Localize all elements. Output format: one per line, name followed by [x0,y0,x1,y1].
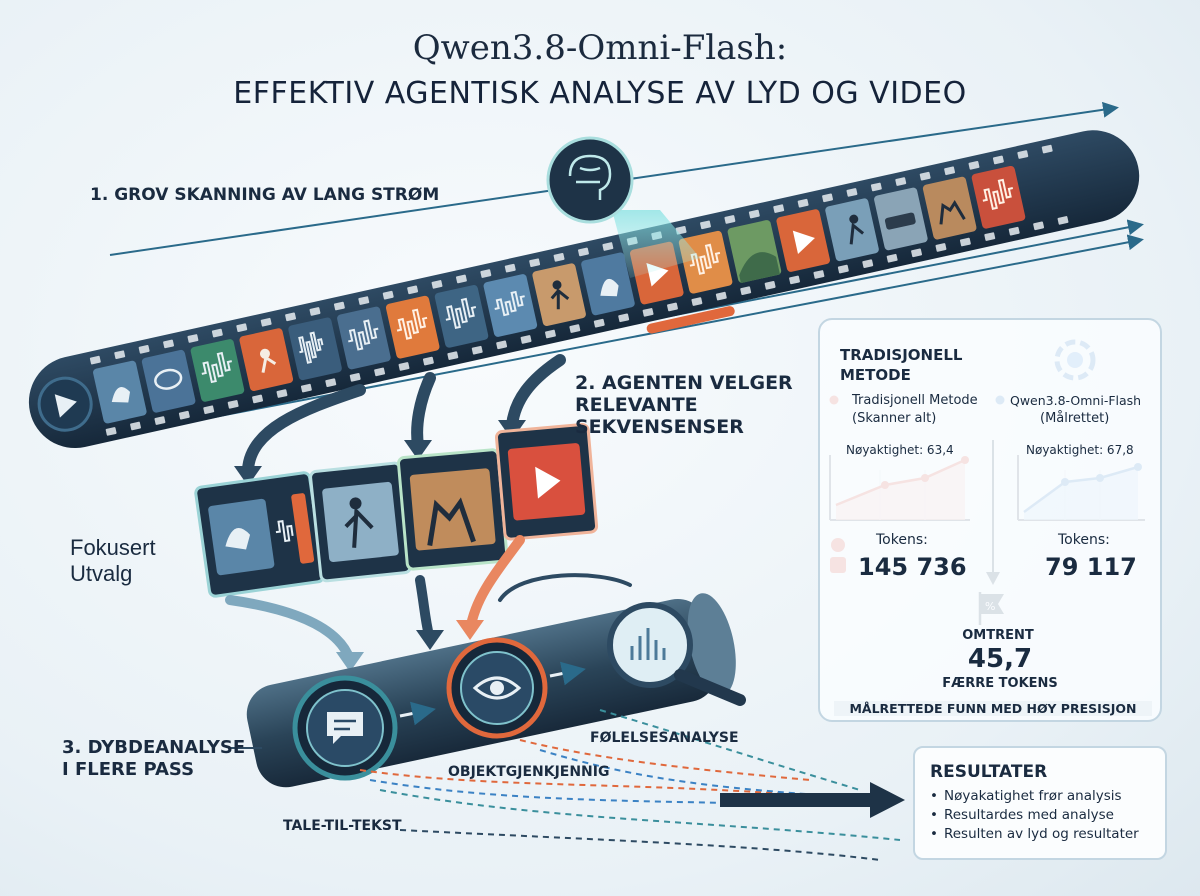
fight-icon [939,200,966,225]
page-subtitle: EFFEKTIV AGENTISK ANALYSE AV LYD OG VIDE… [233,76,967,111]
qwen-note: (Målrettet) [1040,411,1110,426]
step2-label: 2. AGENTEN VELGER RELEVANTE SEKVENSENSER [575,372,793,438]
selected-clips [194,422,599,598]
object-recognition-label: OBJEKTGJENKJENNIG [448,764,610,780]
brain-icon [546,136,634,224]
traditional-tokens-label: Tokens: [876,532,928,548]
step3-label: 3. DYBDEANALYSE I FLERE PASS [62,737,246,780]
qwen-tokens-value: 79 117 [1045,553,1137,581]
qwen-name: Qwen3.8-Omni-Flash [1010,393,1142,408]
step1-label: 1. GROV SKANNING AV LANG STRØM [90,185,440,205]
results-item: Resultardes med analyse [930,806,1139,825]
traditional-legend: Tradisjonell Metode (Skanner alt) [842,392,1002,428]
qwen-accuracy: Nøyaktighet: 67,8 [1026,443,1134,457]
focus-label: Fokusert Utvalg [70,535,156,586]
car-icon [884,212,916,230]
landscape-icon [739,252,780,284]
pipeline-arrows [399,661,586,726]
results-item: Nøyakatighet frør analysis [930,787,1139,806]
magnifier-icon [607,602,746,706]
savings-prefix: OMTRENT [962,628,1034,643]
runner-icon [550,287,570,310]
eye-icon [446,637,548,739]
traditional-tokens-value: 145 736 [858,553,967,581]
results-list: Nøyakatighet frør analysis Resultardes m… [930,787,1139,844]
traditional-note: (Skanner alt) [852,411,937,426]
traditional-accuracy: Nøyaktighet: 63,4 [846,443,954,457]
results-item: Resulten av lyd og resultater [930,825,1139,844]
qwen-legend: Qwen3.8-Omni-Flash (Målrettet) [1010,392,1160,428]
savings-suffix: FÆRRE TOKENS [942,676,1058,691]
comparison-panel [818,318,1162,722]
speech-to-text-label: TALE-TIL-TEKST [283,818,402,834]
page-title: Qwen3.8-Omni-Flash: [412,28,788,68]
savings-value: 45,7 [967,644,1033,674]
comparison-heading: TRADISJONELL METODE [840,346,963,384]
sentiment-analysis-label: FØLELSESANALYSE [590,730,739,746]
qwen-tokens-label: Tokens: [1058,532,1110,548]
precision-caption: MÅLRETTEDE FUNN MED HØY PRESISJON [834,701,1152,716]
results-title: RESULTATER [930,762,1048,782]
message-icon [292,675,398,781]
selection-arrows [242,354,566,476]
traditional-name: Tradisjonell Metode [852,393,978,408]
